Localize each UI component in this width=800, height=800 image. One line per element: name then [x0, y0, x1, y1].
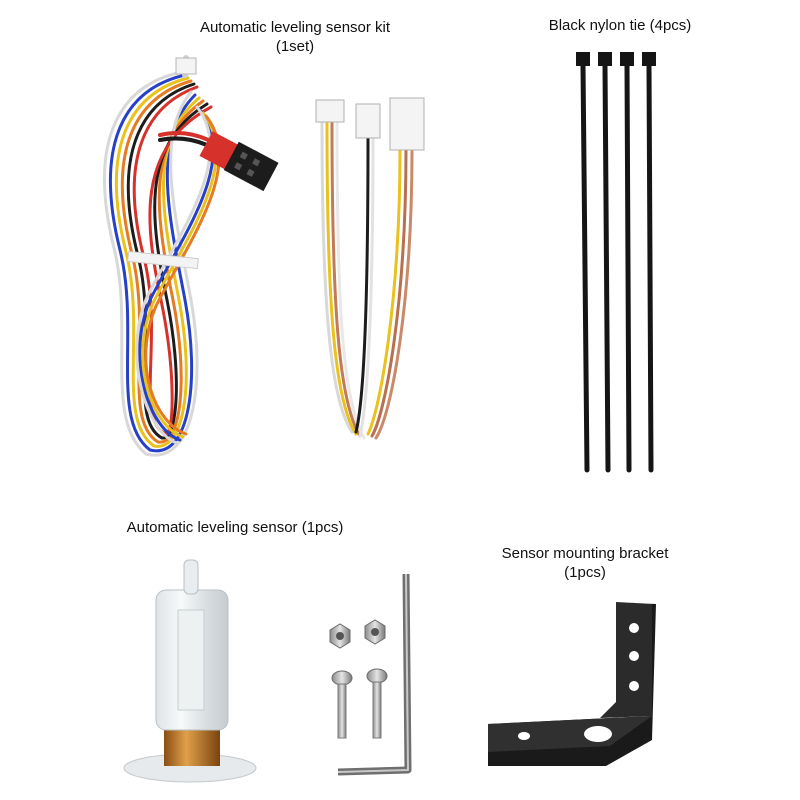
- hex-nut: [364, 619, 386, 645]
- nylon-tie: [576, 52, 590, 473]
- nylon-tie-label: Black nylon tie (4pcs): [520, 16, 720, 35]
- leveling-sensor-label-line1: Automatic leveling sensor (1pcs): [126, 519, 344, 536]
- nylon-tie: [642, 52, 656, 473]
- hardware-set: [329, 573, 412, 776]
- leveling-sensor: [123, 559, 257, 783]
- sensor-kit-label-line2: (1set): [275, 38, 315, 55]
- sensor-kit-label-line1: Automatic leveling sensor kit: [199, 19, 391, 36]
- bracket-hole: [629, 623, 639, 633]
- adapter-connector-double: [389, 97, 425, 151]
- mounting-bracket: [488, 602, 656, 766]
- nylon-tie: [620, 52, 634, 473]
- adapter-wires: [320, 120, 414, 440]
- mounting-bracket-label-line1: Sensor mounting bracket: [501, 545, 669, 562]
- hex-nut: [329, 623, 351, 649]
- sensor-core: [177, 609, 205, 711]
- hex-key-highlight: [337, 573, 409, 773]
- sensor-cable-bundle: [103, 55, 237, 457]
- screw: [331, 670, 353, 739]
- bracket-hole: [518, 732, 530, 740]
- bracket-large-hole: [584, 726, 612, 742]
- sensor-coil: [164, 728, 220, 766]
- sensor-kit-label: Automatic leveling sensor kit (1set): [170, 18, 420, 56]
- nylon-tie-label-line1: Black nylon tie (4pcs): [548, 17, 692, 34]
- adapter-connector-4pin: [315, 99, 345, 123]
- adapter-connector-3pin: [355, 103, 381, 139]
- nylon-ties: [576, 52, 656, 473]
- mounting-bracket-label-line2: (1pcs): [564, 564, 606, 581]
- dupont-connector: [199, 131, 279, 192]
- nylon-tie: [598, 52, 612, 473]
- leveling-sensor-label: Automatic leveling sensor (1pcs): [100, 518, 370, 537]
- white-connector-top: [175, 57, 197, 75]
- mounting-bracket-label: Sensor mounting bracket (1pcs): [470, 544, 700, 582]
- bracket-hole: [629, 651, 639, 661]
- bracket-base-top: [488, 716, 652, 752]
- bracket-hole: [629, 681, 639, 691]
- cable-tie-band: [127, 250, 199, 270]
- sensor-probe-pin: [183, 559, 199, 595]
- screw: [366, 668, 388, 739]
- bracket-upright: [600, 602, 652, 718]
